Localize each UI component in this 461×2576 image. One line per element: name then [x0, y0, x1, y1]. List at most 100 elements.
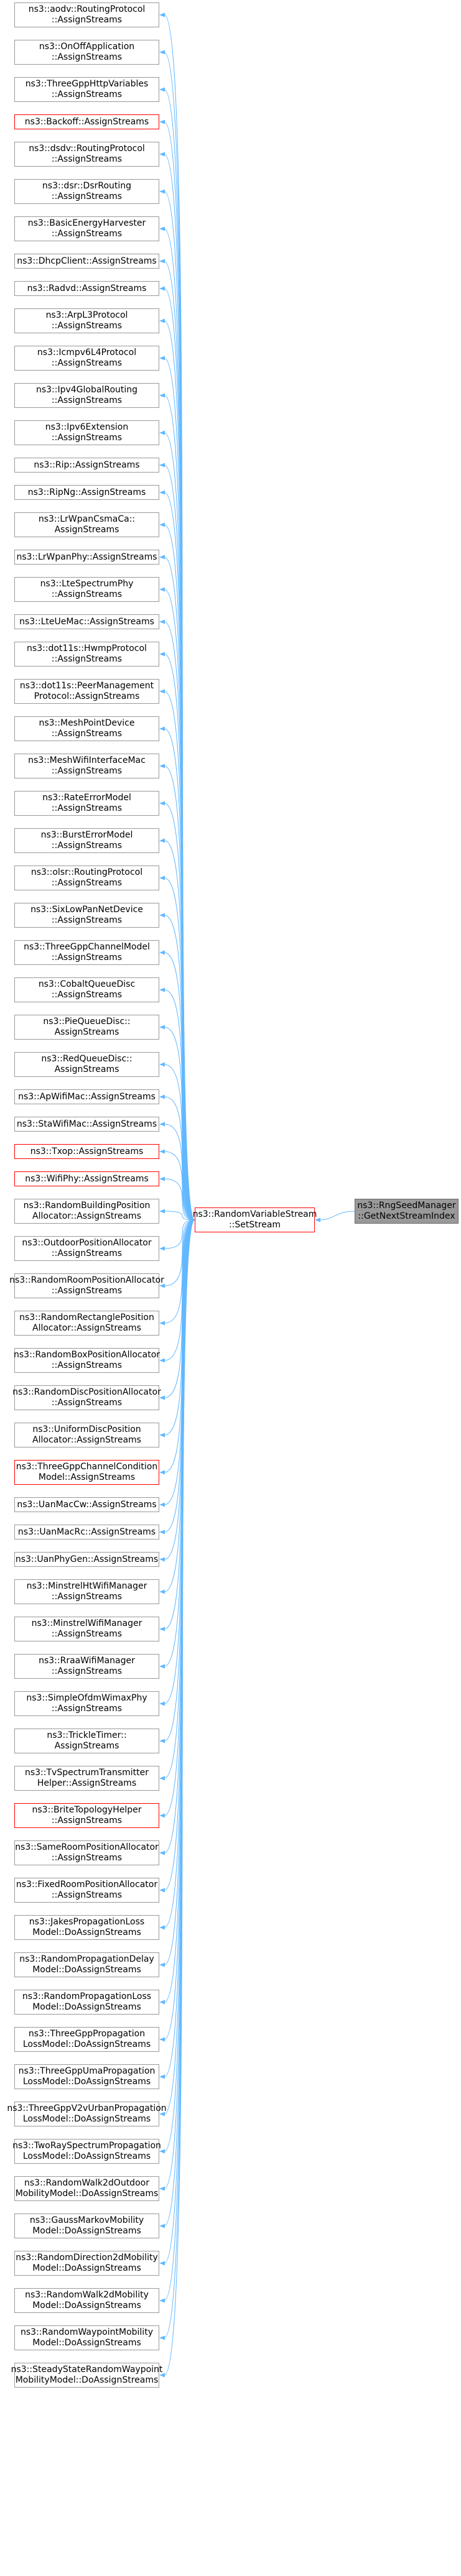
- caller-node[interactable]: ns3::RandomBuildingPosition Allocator::A…: [14, 1199, 159, 1224]
- caller-node[interactable]: ns3::ThreeGppV2vUrbanPropagation LossMod…: [7, 2102, 167, 2126]
- call-edge: [164, 1219, 195, 1533]
- caller-node[interactable]: ns3::RandomDirection2dMobility Model::Do…: [14, 2251, 159, 2276]
- call-edge-arrowhead: [159, 950, 165, 955]
- caller-node[interactable]: ns3::TrickleTimer:: AssignStreams: [14, 1729, 159, 1753]
- caller-node[interactable]: ns3::ThreeGppChannelModel ::AssignStream…: [14, 940, 159, 965]
- call-edge-arrowhead: [159, 1502, 165, 1507]
- caller-node[interactable]: ns3::MeshWifiInterfaceMac ::AssignStream…: [14, 754, 159, 778]
- caller-node[interactable]: ns3::LrWpanCsmaCa:: AssignStreams: [14, 512, 159, 537]
- caller-node[interactable]: ns3::DhcpClient::AssignStreams: [14, 254, 159, 269]
- caller-node[interactable]: ns3::MinstrelHtWifiManager ::AssignStrea…: [14, 1579, 159, 1604]
- caller-node[interactable]: ns3::MeshPointDevice ::AssignStreams: [14, 716, 159, 741]
- caller-node[interactable]: ns3::UanPhyGen::AssignStreams: [14, 1552, 159, 1567]
- caller-node[interactable]: ns3::RandomRoomPositionAllocator ::Assig…: [9, 1273, 164, 1298]
- caller-node[interactable]: ns3::RandomRectanglePosition Allocator::…: [14, 1311, 159, 1336]
- caller-node[interactable]: ns3::dot11s::HwmpProtocol ::AssignStream…: [14, 642, 159, 667]
- call-edge-arrowhead: [159, 286, 165, 291]
- caller-node[interactable]: ns3::ThreeGppHttpVariables ::AssignStrea…: [14, 77, 159, 102]
- caller-node[interactable]: ns3::Ipv4GlobalRouting ::AssignStreams: [14, 383, 159, 408]
- call-edge-arrowhead: [159, 522, 165, 527]
- caller-node[interactable]: ns3::BriteTopologyHelper ::AssignStreams: [14, 1803, 159, 1828]
- call-edge: [164, 621, 195, 1221]
- call-edge: [164, 432, 195, 1221]
- call-edge: [164, 1219, 195, 1630]
- caller-node[interactable]: ns3::BurstErrorModel ::AssignStreams: [14, 828, 159, 853]
- caller-node[interactable]: ns3::RandomPropagationLoss Model::DoAssi…: [14, 1990, 159, 2015]
- call-edge: [164, 1219, 195, 1249]
- call-edge: [164, 989, 195, 1221]
- caller-node[interactable]: ns3::RipNg::AssignStreams: [14, 485, 159, 500]
- caller-node[interactable]: ns3::ThreeGppUmaPropagation LossModel::D…: [14, 2064, 159, 2089]
- caller-node[interactable]: ns3::GaussMarkovMobility Model::DoAssign…: [14, 2214, 159, 2238]
- caller-node[interactable]: ns3::Txop::AssignStreams: [14, 1144, 159, 1159]
- caller-node[interactable]: ns3::UanMacRc::AssignStreams: [14, 1525, 159, 1540]
- call-edge: [164, 1219, 195, 1592]
- caller-node[interactable]: ns3::TvSpectrumTransmitter Helper::Assig…: [14, 1766, 159, 1791]
- caller-node[interactable]: ns3::RandomWaypointMobility Model::DoAss…: [14, 2325, 159, 2350]
- caller-node[interactable]: ns3::OnOffApplication ::AssignStreams: [14, 40, 159, 65]
- caller-node[interactable]: ns3::FixedRoomPositionAllocator ::Assign…: [14, 1878, 159, 1903]
- caller-node[interactable]: ns3::ApWifiMac::AssignStreams: [14, 1089, 159, 1104]
- caller-node[interactable]: ns3::ArpL3Protocol ::AssignStreams: [14, 308, 159, 333]
- caller-node[interactable]: ns3::SameRoomPositionAllocator ::AssignS…: [14, 1840, 159, 1865]
- caller-node[interactable]: ns3::Radvd::AssignStreams: [14, 281, 159, 296]
- set-stream-node[interactable]: ns3::RandomVariableStream ::SetStream: [193, 1207, 317, 1232]
- call-edge-arrowhead: [159, 1062, 165, 1067]
- caller-node[interactable]: ns3::ThreeGppPropagation LossModel::DoAs…: [14, 2027, 159, 2052]
- call-edge: [164, 1219, 195, 1667]
- caller-node[interactable]: ns3::dsr::DsrRouting ::AssignStreams: [14, 179, 159, 204]
- caller-node[interactable]: ns3::RedQueueDisc:: AssignStreams: [14, 1052, 159, 1077]
- call-edge-arrowhead: [159, 1321, 165, 1326]
- caller-node[interactable]: ns3::olsr::RoutingProtocol ::AssignStrea…: [14, 866, 159, 890]
- call-edge-arrowhead: [159, 1209, 165, 1214]
- call-edge-arrowhead: [159, 764, 165, 769]
- caller-node[interactable]: ns3::Rip::AssignStreams: [14, 458, 159, 473]
- caller-node[interactable]: ns3::RandomPropagationDelay Model::DoAss…: [14, 1952, 159, 1977]
- caller-node[interactable]: ns3::Ipv6Extension ::AssignStreams: [14, 420, 159, 445]
- caller-node[interactable]: ns3::RandomWalk2dMobility Model::DoAssig…: [14, 2288, 159, 2313]
- caller-node[interactable]: ns3::LteUeMac::AssignStreams: [14, 614, 159, 629]
- call-edge: [164, 556, 195, 1221]
- call-edge-arrowhead: [159, 1246, 165, 1251]
- caller-node[interactable]: ns3::dsdv::RoutingProtocol ::AssignStrea…: [14, 142, 159, 167]
- caller-node[interactable]: ns3::LteSpectrumPhy ::AssignStreams: [14, 577, 159, 602]
- caller-node[interactable]: ns3::Backoff::AssignStreams: [14, 114, 159, 129]
- caller-node[interactable]: ns3::SixLowPanNetDevice ::AssignStreams: [14, 903, 159, 928]
- caller-node[interactable]: ns3::PieQueueDisc:: AssignStreams: [14, 1015, 159, 1040]
- caller-node[interactable]: ns3::LrWpanPhy::AssignStreams: [14, 550, 159, 565]
- caller-node[interactable]: ns3::StaWifiMac::AssignStreams: [14, 1117, 159, 1132]
- caller-node[interactable]: ns3::WifiPhy::AssignStreams: [14, 1171, 159, 1186]
- caller-node[interactable]: ns3::UniformDiscPosition Allocator::Assi…: [14, 1423, 159, 1447]
- caller-node[interactable]: ns3::dot11s::PeerManagement Protocol::As…: [14, 679, 159, 704]
- call-edge: [164, 1219, 195, 1473]
- call-edge-arrowhead: [159, 726, 165, 731]
- call-edge-arrowhead: [159, 2000, 165, 2005]
- call-edge-arrowhead: [159, 318, 165, 323]
- call-edge-arrowhead: [159, 1395, 165, 1400]
- caller-node[interactable]: ns3::RandomDiscPositionAllocator ::Assig…: [12, 1385, 161, 1410]
- caller-node[interactable]: ns3::UanMacCw::AssignStreams: [14, 1497, 159, 1512]
- caller-node[interactable]: ns3::OutdoorPositionAllocator ::AssignSt…: [14, 1236, 159, 1261]
- caller-node[interactable]: ns3::RraaWifiManager ::AssignStreams: [14, 1654, 159, 1679]
- caller-node[interactable]: ns3::RandomBoxPositionAllocator ::Assign…: [14, 1348, 160, 1373]
- caller-node[interactable]: ns3::JakesPropagationLoss Model::DoAssig…: [14, 1915, 159, 1940]
- caller-node[interactable]: ns3::RandomWalk2dOutdoor MobilityModel::…: [14, 2176, 159, 2201]
- call-edge: [164, 952, 195, 1221]
- caller-node[interactable]: ns3::SimpleOfdmWimaxPhy ::AssignStreams: [14, 1691, 159, 1716]
- caller-node[interactable]: ns3::MinstrelWifiManager ::AssignStreams: [14, 1617, 159, 1641]
- caller-node[interactable]: ns3::aodv::RoutingProtocol ::AssignStrea…: [14, 2, 159, 27]
- caller-node[interactable]: ns3::Icmpv6L4Protocol ::AssignStreams: [14, 346, 159, 371]
- get-next-stream-index-node[interactable]: ns3::RngSeedManager ::GetNextStreamIndex: [355, 1199, 459, 1224]
- caller-node[interactable]: ns3::TwoRaySpectrumPropagation LossModel…: [12, 2139, 161, 2164]
- call-edge-arrowhead: [159, 2298, 165, 2303]
- caller-node[interactable]: ns3::CobaltQueueDisc ::AssignStreams: [14, 977, 159, 1002]
- caller-node[interactable]: ns3::SteadyStateRandomWaypoint MobilityM…: [11, 2363, 162, 2388]
- call-edge-arrowhead: [159, 801, 165, 806]
- caller-node[interactable]: ns3::BasicEnergyHarvester ::AssignStream…: [14, 216, 159, 241]
- caller-node[interactable]: ns3::ThreeGppChannelCondition Model::Ass…: [14, 1460, 159, 1485]
- caller-node[interactable]: ns3::RateErrorModel ::AssignStreams: [14, 791, 159, 816]
- call-edge-arrowhead: [159, 689, 165, 694]
- call-edge-arrowhead: [159, 1738, 165, 1743]
- call-edge-arrowhead: [159, 875, 165, 880]
- call-edge-arrowhead: [159, 2149, 165, 2154]
